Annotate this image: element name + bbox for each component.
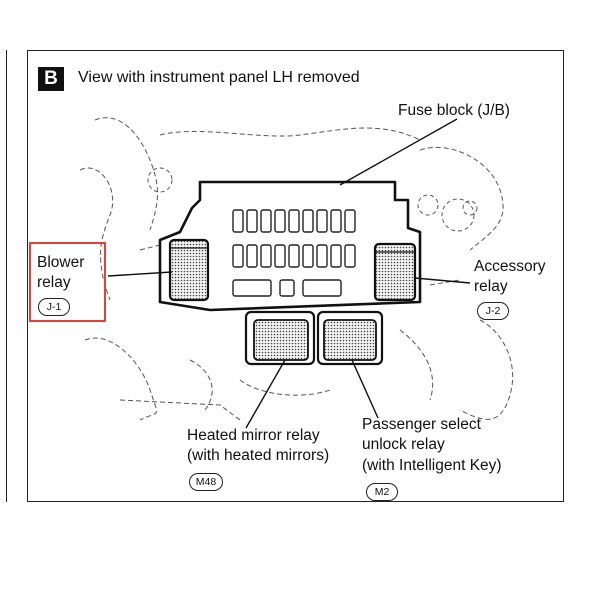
- blower-relay-label-line2: relay: [37, 274, 71, 291]
- blower-relay-connector-code: J-1: [38, 298, 70, 316]
- diagram-panel: [27, 50, 564, 502]
- adjacent-panel-edge: [0, 50, 7, 502]
- accessory-relay-shape: [373, 242, 417, 302]
- accessory-relay-label-line2: relay: [474, 278, 508, 295]
- passenger-unlock-relay-label-line3: (with Intelligent Key): [362, 457, 502, 474]
- view-title: View with instrument panel LH removed: [78, 69, 360, 86]
- background-circles: [147, 167, 478, 232]
- fuse-array: [232, 209, 356, 297]
- blower-relay-shape: [168, 238, 210, 302]
- heated-mirror-relay-shape: [244, 310, 316, 366]
- accessory-relay-connector-code: J-2: [477, 302, 509, 320]
- fuse-block-label: Fuse block (J/B): [398, 102, 510, 119]
- heated-mirror-relay-connector-code: M48: [189, 473, 223, 491]
- passenger-unlock-relay-label-line2: unlock relay: [362, 436, 445, 453]
- passenger-unlock-relay-shape: [316, 310, 384, 366]
- view-badge: B: [38, 67, 64, 91]
- passenger-unlock-relay-connector-code: M2: [366, 483, 398, 501]
- blower-relay-label-line1: Blower: [37, 254, 85, 271]
- heated-mirror-relay-label-line1: Heated mirror relay: [187, 427, 320, 444]
- leader-lines: [107, 118, 471, 429]
- passenger-unlock-relay-label-line1: Passenger select: [362, 416, 481, 433]
- instrument-panel-background: [79, 117, 514, 421]
- blower-relay-highlight-box: [29, 242, 106, 322]
- accessory-relay-label-line1: Accessory: [474, 258, 546, 275]
- heated-mirror-relay-label-line2: (with heated mirrors): [187, 447, 330, 464]
